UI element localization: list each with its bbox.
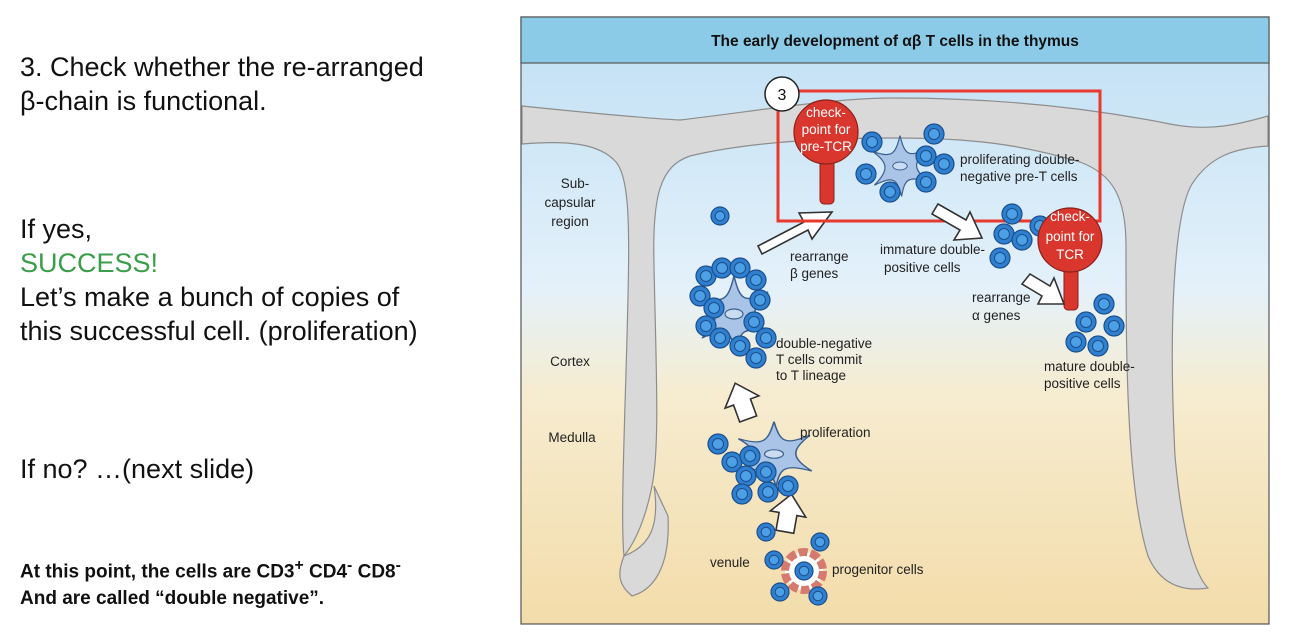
- region-cortex: Cortex: [550, 354, 590, 369]
- mature-label-2: positive cells: [1044, 376, 1121, 391]
- region-subcapsular-2: capsular: [544, 195, 596, 210]
- pre-t-cell: [915, 171, 937, 193]
- immature-dp-cell: [989, 247, 1011, 269]
- step-heading: 3. Check whether the re-arranged β-chain…: [20, 50, 424, 118]
- rearrange-beta-label-1: rearrange: [790, 249, 849, 264]
- dn-cell: [755, 461, 777, 483]
- venule-label: venule: [710, 555, 750, 570]
- cd-note-line-1: At this point, the cells are CD3+ CD4- C…: [20, 552, 401, 585]
- dn-cell: [709, 327, 731, 349]
- pre-t-cell: [915, 145, 937, 167]
- figure-title: The early development of αβ T cells in t…: [711, 33, 1079, 50]
- mature-dp-cell: [1093, 293, 1115, 315]
- rearrange-beta-label-2: β genes: [790, 266, 839, 281]
- mature-label-1: mature double-: [1044, 359, 1135, 374]
- cd-note-line-2: And are called “double negative”.: [20, 588, 325, 610]
- pre-tcr-label-3: pre-TCR: [800, 139, 852, 154]
- pre-t-cell: [861, 131, 883, 153]
- dn-commit-label-1: double-negative: [776, 336, 872, 351]
- region-subcapsular-1: Sub-: [561, 176, 590, 191]
- arrow-to-immature: [930, 202, 984, 241]
- dn-cell: [755, 327, 777, 349]
- step-3-number: 3: [778, 87, 787, 104]
- pre-t-cell: [879, 181, 901, 203]
- proliferate-line-1: Let’s make a bunch of copies of: [20, 282, 400, 312]
- dn-cell: [739, 445, 761, 467]
- cd3-sup: +: [294, 557, 304, 574]
- thymus-diagram: The early development of αβ T cells in t…: [520, 16, 1270, 625]
- pre-tcr-label-2: point for: [802, 122, 851, 137]
- proliferation-label: proliferation: [800, 425, 871, 440]
- region-medulla: Medulla: [548, 430, 596, 445]
- dn-cell: [757, 481, 779, 503]
- pre-t-cell: [933, 153, 955, 175]
- region-subcapsular-3: region: [551, 214, 589, 229]
- immature-dp-cell: [1011, 229, 1033, 251]
- arrow-rearrange-alpha: [1020, 272, 1066, 305]
- step-line-2: β-chain is functional.: [20, 86, 267, 116]
- tcr-label-1: check-: [1050, 209, 1090, 224]
- checkpoint-pre-tcr: check- point for pre-TCR: [793, 99, 859, 205]
- progenitor-label: progenitor cells: [832, 562, 924, 577]
- progenitor-cell: [756, 522, 776, 542]
- step-3-highlight: [776, 89, 1102, 223]
- dn-cell: [703, 297, 725, 319]
- dn-cell: [735, 465, 757, 487]
- mature-dp-cell: [1075, 311, 1097, 333]
- mature-dp-cell: [1087, 335, 1109, 357]
- proliferating-label-1: proliferating double-: [960, 152, 1079, 167]
- cd-note-cd8: CD8: [352, 561, 396, 583]
- progenitor-cell: [808, 586, 828, 606]
- immature-dp-cell: [993, 223, 1015, 245]
- cd4-sup: -: [347, 557, 353, 574]
- tcr-label-3: TCR: [1056, 247, 1084, 262]
- proliferating-label-2: negative pre-T cells: [960, 169, 1078, 184]
- immature-dp-cell: [1001, 203, 1023, 225]
- proliferate-line-2: this successful cell. (proliferation): [20, 316, 418, 346]
- dn-cell: [710, 206, 730, 226]
- cd8-sup: -: [395, 557, 401, 574]
- dn-commit-label-3: to T lineage: [776, 368, 846, 383]
- trabecula-lower-left: [619, 485, 669, 597]
- immature-label-2: positive cells: [884, 260, 961, 275]
- rearrange-alpha-label-2: α genes: [972, 308, 1021, 323]
- immature-label-1: immature double-: [880, 242, 985, 257]
- cd-note-cd4: CD4: [303, 561, 348, 583]
- title-band: [520, 16, 1270, 64]
- dn-cell: [777, 475, 799, 497]
- progenitor-cell: [810, 532, 830, 552]
- mature-dp-cell: [1103, 315, 1125, 337]
- progenitor-cell: [764, 550, 784, 570]
- venule: [781, 548, 827, 594]
- dn-commit-label-2: T cells commit: [776, 352, 862, 367]
- pre-tcr-label-1: check-: [806, 105, 846, 120]
- success-label: SUCCESS!: [20, 248, 159, 278]
- cd-note: At this point, the cells are CD3+ CD4- C…: [20, 552, 401, 612]
- dn-cell: [749, 289, 771, 311]
- mature-dp-cell: [1065, 331, 1087, 353]
- dn-cell: [745, 347, 767, 369]
- rearrange-alpha-label-1: rearrange: [972, 290, 1031, 305]
- pre-t-cell: [855, 163, 877, 185]
- dn-cell: [707, 433, 729, 455]
- step-3-badge: [764, 76, 800, 112]
- checkpoint-tcr: check- point for TCR: [1037, 207, 1103, 311]
- dn-cell: [745, 269, 767, 291]
- if-no-label: If no? …(next slide): [20, 454, 255, 484]
- progenitor-cell: [770, 582, 790, 602]
- if-yes-label: If yes,: [20, 214, 93, 244]
- dn-cell: [711, 257, 733, 279]
- cd-note-text-a: At this point, the cells are CD3: [20, 561, 295, 583]
- tcr-label-2: point for: [1046, 229, 1095, 244]
- dn-cell: [731, 483, 753, 505]
- step-line-1: 3. Check whether the re-arranged: [20, 52, 424, 82]
- pre-t-cell: [923, 123, 945, 145]
- if-yes-block: If yes, SUCCESS! Let’s make a bunch of c…: [20, 212, 418, 348]
